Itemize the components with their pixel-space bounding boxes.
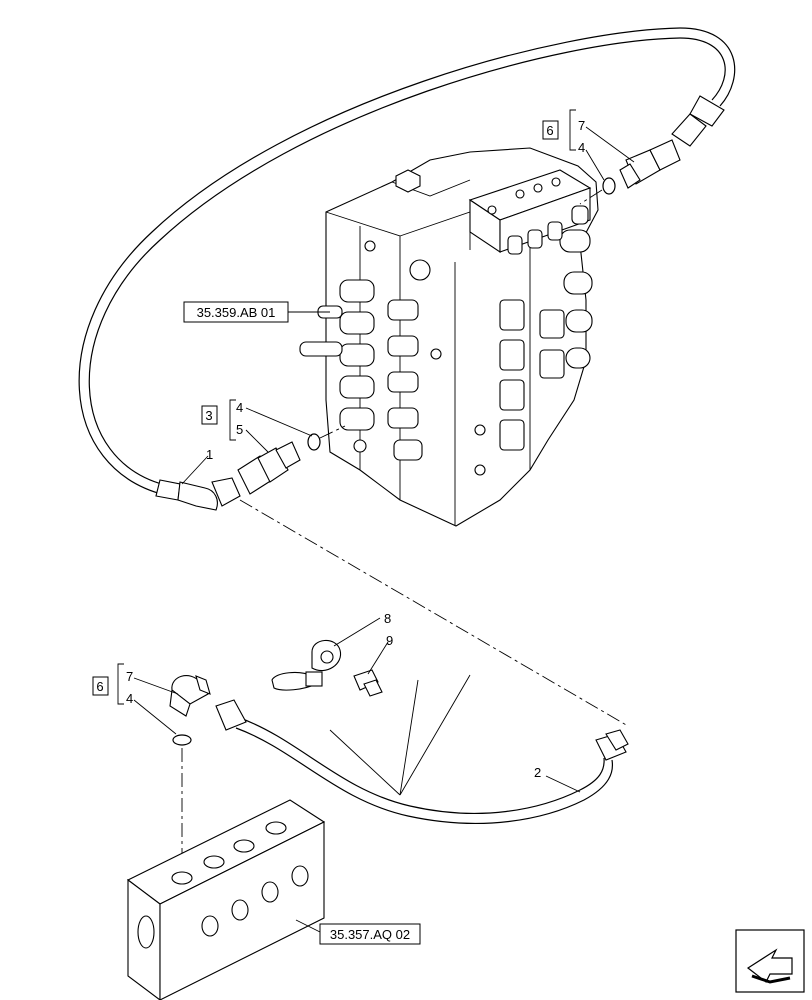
control-valve-block <box>299 147 599 527</box>
callout-leaders <box>117 109 635 933</box>
callout-clamp-8: 8 <box>384 611 391 626</box>
kit-box-bottom <box>92 676 109 696</box>
side-ports <box>499 229 593 451</box>
hose-2 <box>215 699 629 824</box>
spool-caps <box>299 279 423 461</box>
elbow-fitting-bottom <box>169 675 211 717</box>
screw-9 <box>353 669 383 697</box>
pilot-block <box>468 169 592 255</box>
ref-manifold[interactable]: 35.357.AQ 02 <box>330 927 410 942</box>
o-ring-mid <box>307 433 321 451</box>
callout-bottom-7: 7 <box>126 669 133 684</box>
callout-top-7: 7 <box>578 118 585 133</box>
ref-valve-bank[interactable]: 35.359.AB 01 <box>197 305 276 320</box>
callout-mid-4: 4 <box>236 400 243 415</box>
o-ring-top <box>602 177 616 195</box>
callout-top-4: 4 <box>578 140 585 155</box>
manifold-block <box>126 799 326 1000</box>
kit-box-mid <box>201 405 218 425</box>
arrow-icon[interactable] <box>735 929 805 993</box>
callout-screw-9: 9 <box>386 633 393 648</box>
clamp-8 <box>271 639 342 691</box>
kit-mid-label: 3 <box>205 408 212 423</box>
o-ring-bottom <box>172 734 192 746</box>
ref-box-valve-bank <box>183 301 289 323</box>
callout-mid-5: 5 <box>236 422 243 437</box>
callout-hose-2: 2 <box>534 765 541 780</box>
hose-1 <box>78 27 736 511</box>
ref-box-manifold <box>319 923 421 945</box>
callout-hose-1: 1 <box>206 447 213 462</box>
straight-fitting-mid <box>237 441 301 495</box>
elbow-fitting-top <box>619 139 681 189</box>
kit-bottom-label: 6 <box>96 679 103 694</box>
kit-box-top <box>542 120 559 140</box>
callout-bottom-4: 4 <box>126 691 133 706</box>
kit-top-label: 6 <box>546 123 553 138</box>
